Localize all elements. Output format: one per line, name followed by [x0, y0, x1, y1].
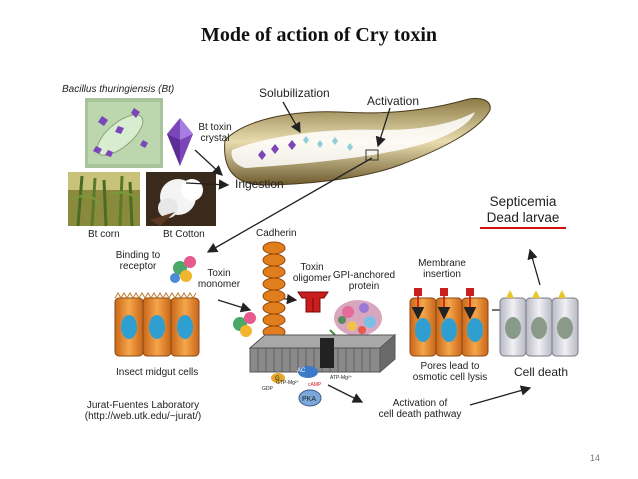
slide-title: Mode of action of Cry toxin [200, 24, 438, 46]
ac-label: AC [297, 368, 306, 374]
toxin-oligomer-label: Toxin oligomer [292, 262, 332, 284]
pka-label: PKA [302, 396, 317, 403]
larva-shape [224, 97, 491, 186]
crystal-shape [167, 118, 193, 166]
gdp-label: GDP [262, 386, 273, 392]
binding-label: Binding to receptor [115, 250, 161, 272]
gtp-label: GTP-Mg²⁺ [276, 380, 300, 386]
bt-corn-label: Bt corn [88, 229, 120, 240]
camp-label: cAMP [308, 382, 322, 388]
midgut-cells [114, 292, 200, 357]
toxin-monomer-shape [170, 256, 256, 337]
activation-pathway-label: Activation of cell death pathway [378, 398, 462, 420]
bacillus-photo [85, 98, 163, 168]
ingestion-label: Ingestion [235, 177, 284, 191]
insect-midgut-label: Insect midgut cells [116, 367, 199, 378]
bt-label: Bacillus thuringiensis (Bt) [62, 84, 175, 95]
g-label: G [275, 376, 280, 382]
gpi-protein-shape [329, 300, 382, 349]
pore-cells [409, 288, 489, 357]
bt-toxin-crystal-label: Bt toxin crystal [198, 122, 232, 144]
corn-photo [68, 172, 140, 227]
cell-death-label: Cell death [514, 365, 569, 379]
membrane-insertion-label: Membrane insertion [418, 258, 466, 280]
septicemia-label: Septicemia Dead larvae [478, 194, 568, 226]
page-number: 14 [589, 453, 600, 463]
atp-label: ATP-Mg²⁺ [330, 375, 353, 381]
lab-credit: Jurat-Fuentes Laboratory (http://web.utk… [84, 400, 202, 422]
toxin-oligomer-shape [297, 291, 329, 313]
dead-larvae-label: Dead larvae [486, 210, 560, 225]
arrows [185, 101, 541, 406]
solubilization-label: Solubilization [259, 86, 330, 100]
gpi-protein-label: GPI-anchored protein [332, 270, 396, 292]
dead-cells [499, 290, 579, 357]
toxin-monomer-label: Toxin monomer [197, 268, 241, 290]
membrane-shape [248, 333, 397, 407]
bt-cotton-label: Bt Cotton [163, 229, 205, 240]
cotton-photo [146, 172, 216, 226]
activation-label: Activation [367, 94, 420, 108]
cadherin-label: Cadherin [256, 228, 297, 239]
pores-label: Pores lead to osmotic cell lysis [412, 361, 488, 383]
